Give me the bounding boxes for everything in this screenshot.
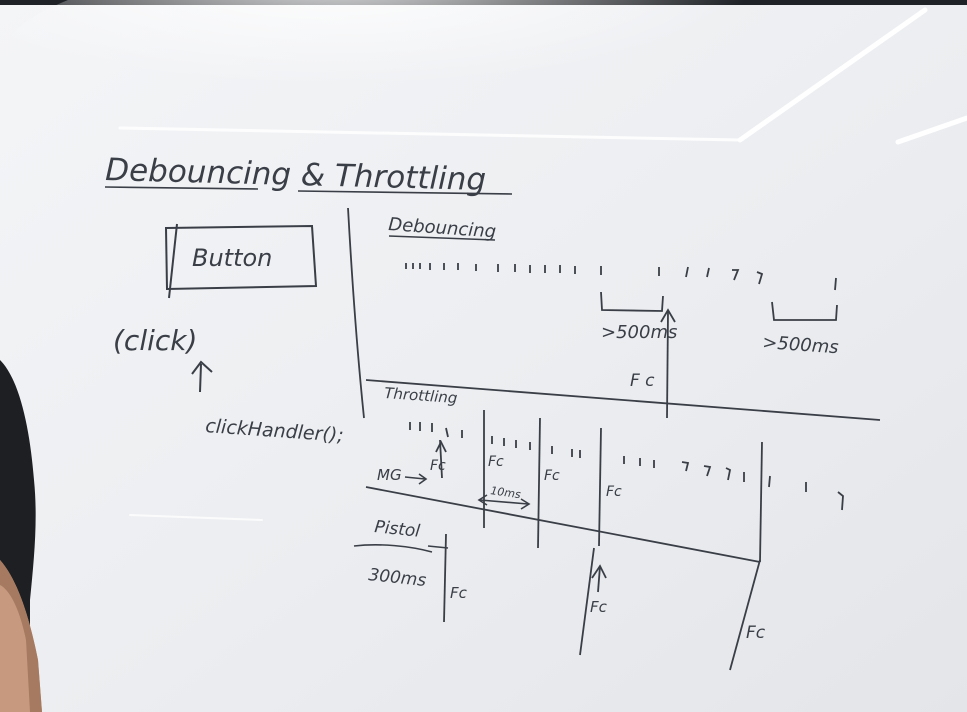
pistol-fc-3: Fc xyxy=(746,623,766,643)
throttle-click-ticks xyxy=(409,422,844,511)
mg-label: MG xyxy=(377,466,402,484)
mg-arrow-icon xyxy=(404,473,428,485)
debounce-fc-label: F c xyxy=(630,371,655,391)
pistol-arrow-icon xyxy=(427,545,449,549)
debounce-bracket-2 xyxy=(771,301,838,321)
throttle-window-lines xyxy=(435,410,763,563)
title-underline-2 xyxy=(297,190,513,195)
throttling-heading: Throttling xyxy=(384,384,458,407)
glare xyxy=(0,0,840,170)
debouncing-underline xyxy=(388,235,496,241)
pistol-fc-1: Fc xyxy=(450,584,468,602)
button-box xyxy=(164,223,318,299)
throttle-window-arrow xyxy=(477,494,531,510)
ceiling-reflection xyxy=(118,7,967,521)
pistol-underline xyxy=(353,544,433,553)
up-arrow-icon xyxy=(191,360,213,393)
pistol-label: Pistol xyxy=(373,517,421,542)
throttle-window-label: 10ms xyxy=(490,484,522,501)
click-label: (click) xyxy=(113,324,197,357)
debounce-interval-1: >500ms xyxy=(601,322,677,343)
throttle-fc-4: Fc xyxy=(606,484,622,500)
throttle-fc-2: Fc xyxy=(488,454,504,470)
button-box-label: Button xyxy=(192,244,272,272)
title-underline xyxy=(104,186,259,190)
divider-lines xyxy=(347,207,881,563)
pistol-fc-2: Fc xyxy=(590,598,608,616)
throttle-fc-1: Fc xyxy=(430,458,446,474)
debounce-fire-arrow xyxy=(660,308,676,419)
debounce-click-ticks xyxy=(405,263,837,291)
throttle-fc-3: Fc xyxy=(544,468,560,484)
debounce-bracket-1 xyxy=(600,291,664,312)
presenter xyxy=(0,360,42,712)
pistol-fire-lines xyxy=(443,533,761,671)
